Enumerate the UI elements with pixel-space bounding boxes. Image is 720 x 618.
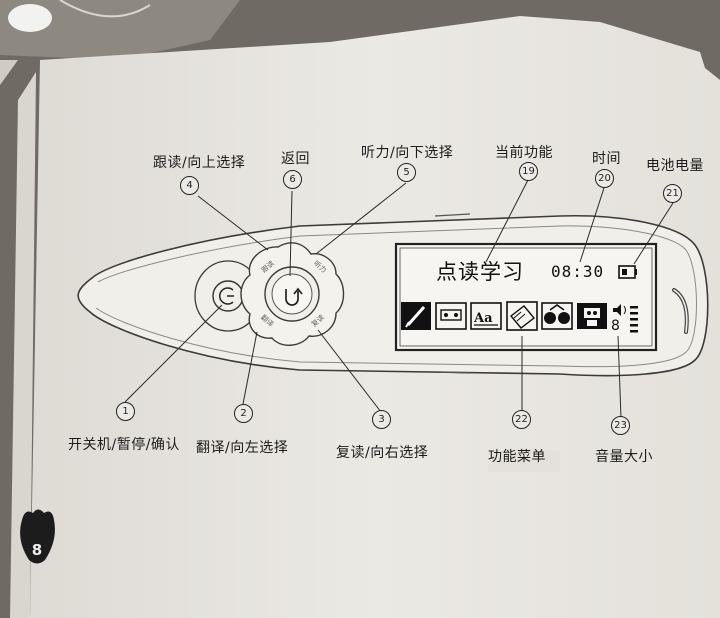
label-power: 开关机/暂停/确认 <box>68 437 180 453</box>
speaker-icon <box>613 304 626 316</box>
callout-22: 22 <box>512 410 531 429</box>
label-time: 时间 <box>592 151 621 167</box>
label-listen: 听力/向下选择 <box>361 145 454 161</box>
menu-icon-tape <box>435 302 467 330</box>
earbud <box>8 4 52 32</box>
screen-volume-level: 8 <box>611 318 620 334</box>
menu-icon-book <box>506 301 538 331</box>
page-number: 8 <box>31 541 43 559</box>
volume-bars <box>630 306 638 333</box>
callout-23: 23 <box>611 416 630 435</box>
label-repeat: 复读/向右选择 <box>336 445 429 461</box>
menu-icon-text: Aa <box>470 302 502 330</box>
label-follow-read: 跟读/向上选择 <box>153 155 246 171</box>
mickey-icon <box>20 509 55 564</box>
label-current-function: 当前功能 <box>495 145 553 161</box>
label-battery: 电池电量 <box>646 158 704 174</box>
leader-lines <box>124 179 674 419</box>
callout-1: 1 <box>116 402 135 421</box>
svg-text:Aa: Aa <box>473 311 493 326</box>
callout-4: 4 <box>180 176 199 195</box>
return-icon <box>285 289 299 306</box>
callout-21: 21 <box>663 184 682 203</box>
screen-function-title: 点读学习 <box>436 260 524 284</box>
callout-6: 6 <box>283 170 302 189</box>
callout-2: 2 <box>234 404 253 423</box>
label-back: 返回 <box>281 151 310 167</box>
callout-19: 19 <box>519 162 538 181</box>
lcd-screen <box>394 242 658 352</box>
menu-icon-glasses <box>541 302 573 330</box>
label-volume: 音量大小 <box>595 449 653 465</box>
callout-20: 20 <box>595 169 614 188</box>
callout-5: 5 <box>397 163 416 182</box>
label-menu: 功能菜单 <box>488 449 546 465</box>
screen-time: 08:30 <box>551 262 605 281</box>
label-translate: 翻译/向左选择 <box>196 440 289 456</box>
menu-icon-robot <box>577 303 607 329</box>
menu-icon-pen <box>401 302 431 330</box>
callout-3: 3 <box>372 410 391 429</box>
